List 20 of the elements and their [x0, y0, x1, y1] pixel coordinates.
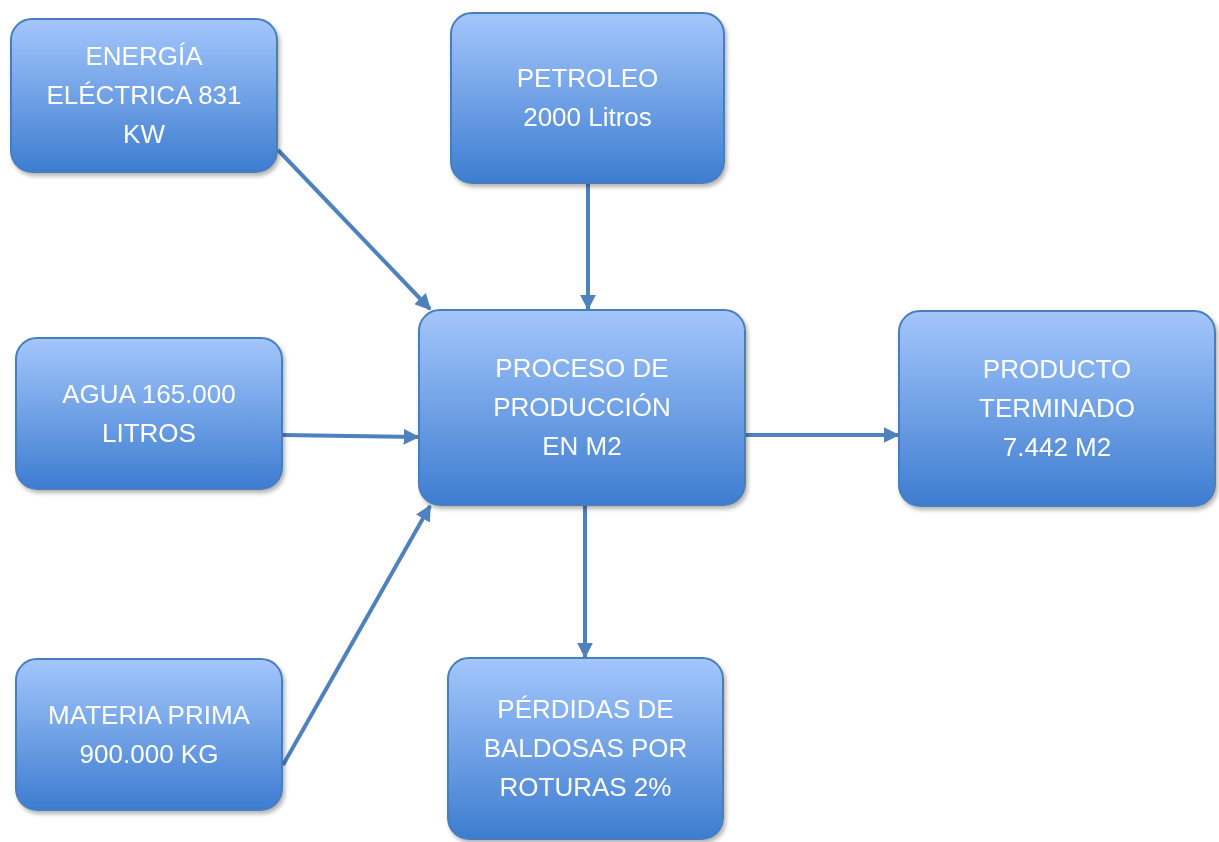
arrow [746, 427, 900, 443]
arrow [577, 506, 593, 659]
arrow [580, 184, 596, 311]
arrow [281, 504, 432, 766]
box-label: PROCESO DE PRODUCCIÓN EN M2 [492, 352, 672, 463]
box-label: PÉRDIDAS DE BALDOSAS POR ROTURAS 2% [482, 693, 689, 804]
process-box [15, 658, 283, 811]
arrow [282, 428, 420, 445]
process-box [447, 657, 724, 840]
process-box [10, 18, 278, 173]
box-label: ENERGÍA ELÉCTRICA 831 KW [45, 40, 243, 151]
process-box [898, 310, 1216, 507]
box-label: AGUA 165.000 LITROS [61, 377, 237, 450]
box-label: PETROLEO 2000 Litros [515, 62, 660, 134]
process-box [15, 337, 283, 490]
box-label: MATERIA PRIMA 900.000 KG [47, 698, 251, 771]
process-box [450, 12, 725, 184]
arrow [276, 148, 432, 311]
box-label: PRODUCTO TERMINADO 7.442 M2 [978, 353, 1136, 464]
process-box [418, 309, 746, 506]
